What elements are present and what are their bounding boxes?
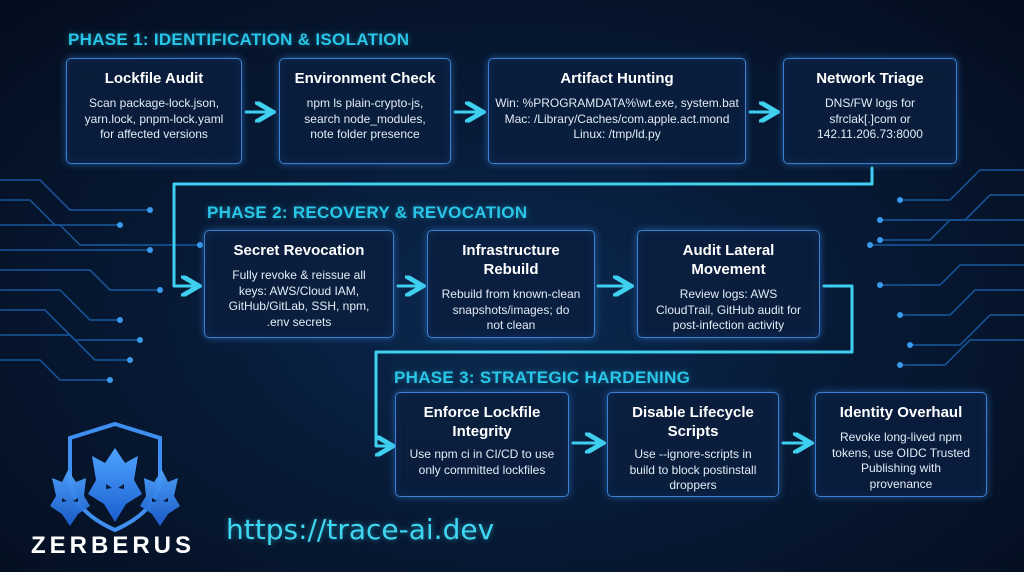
step-title: Artifact Hunting xyxy=(560,70,674,87)
step-description: Revoke long-lived npm tokens, use OIDC T… xyxy=(831,430,971,491)
phase-3-title: PHASE 3: STRATEGIC HARDENING xyxy=(394,368,691,387)
step-card-lockfile-audit: Lockfile Audit Scan package-lock.json, y… xyxy=(66,58,242,164)
step-title: Network Triage xyxy=(816,70,924,87)
step-description: Use --ignore-scripts in build to block p… xyxy=(629,447,757,492)
phase-2-title: PHASE 2: RECOVERY & REVOCATION xyxy=(207,203,528,222)
website-link[interactable]: https://trace-ai.dev xyxy=(226,513,495,546)
step-description: DNS/FW logs for sfrclak[.]com or 142.11.… xyxy=(817,96,923,141)
wolf-head-shield-logo-icon xyxy=(50,421,180,533)
phase-1-title: PHASE 1: IDENTIFICATION & ISOLATION xyxy=(68,30,410,49)
step-card-artifact-hunting: Artifact Hunting Win: %PROGRAMDATA%\wt.e… xyxy=(488,58,746,164)
step-card-secret-revocation: Secret Revocation Fully revoke & reissue… xyxy=(204,230,394,338)
brand-name: ZERBERUS xyxy=(30,532,195,559)
step-title: Disable Lifecycle Scripts xyxy=(632,404,754,440)
step-description: npm ls plain-crypto-js, search node_modu… xyxy=(304,96,426,141)
step-card-identity-overhaul: Identity Overhaul Revoke long-lived npm … xyxy=(815,392,987,497)
step-title: Identity Overhaul xyxy=(839,404,963,421)
step-description: Fully revoke & reissue all keys: AWS/Clo… xyxy=(228,268,370,329)
step-title: Secret Revocation xyxy=(233,242,365,259)
step-description: Scan package-lock.json, yarn.lock, pnpm-… xyxy=(84,96,224,141)
step-card-network-triage: Network Triage DNS/FW logs for sfrclak[.… xyxy=(783,58,957,164)
step-description: Win: %PROGRAMDATA%\wt.exe, system.bat Ma… xyxy=(495,96,739,141)
step-card-infrastructure-rebuild: Infrastructure Rebuild Rebuild from know… xyxy=(427,230,595,338)
step-card-enforce-lockfile-integrity: Enforce Lockfile Integrity Use npm ci in… xyxy=(395,392,569,497)
step-card-audit-lateral-movement: Audit Lateral Movement Review logs: AWS … xyxy=(637,230,820,338)
step-title: Enforce Lockfile Integrity xyxy=(423,404,541,440)
step-title: Infrastructure Rebuild xyxy=(462,242,560,278)
step-title: Lockfile Audit xyxy=(104,70,204,87)
step-title: Environment Check xyxy=(294,70,436,87)
step-title: Audit Lateral Movement xyxy=(682,242,775,278)
step-description: Rebuild from known-clean snapshots/image… xyxy=(441,287,581,332)
step-description: Use npm ci in CI/CD to use only committe… xyxy=(409,447,555,477)
step-card-environment-check: Environment Check npm ls plain-crypto-js… xyxy=(279,58,451,164)
step-card-disable-lifecycle-scripts: Disable Lifecycle Scripts Use --ignore-s… xyxy=(607,392,779,497)
step-description: Review logs: AWS CloudTrail, GitHub audi… xyxy=(656,287,801,332)
